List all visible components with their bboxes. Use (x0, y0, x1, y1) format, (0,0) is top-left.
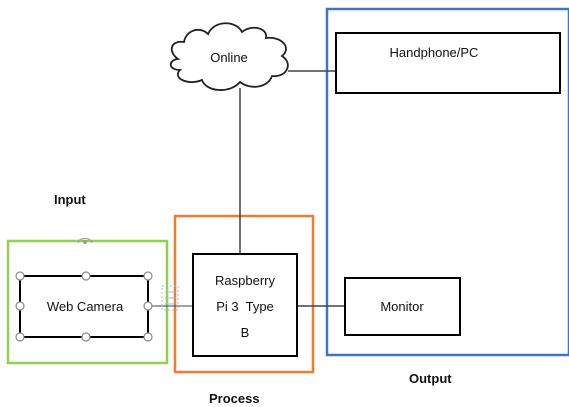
handphone-pc-box (335, 32, 561, 94)
handphone-pc-label: Handphone/PC (390, 45, 479, 60)
web-camera-label: Web Camera (47, 299, 124, 314)
monitor-box (344, 277, 461, 336)
raspberry-pi-label-line2: Pi 3 Type (216, 299, 274, 314)
resize-handle-top-left[interactable] (15, 271, 25, 281)
process-group-label: Process (209, 391, 260, 406)
resize-handle-left[interactable] (15, 301, 25, 311)
rotation-handle-icon[interactable] (77, 237, 93, 244)
resize-handle-bottom[interactable] (81, 332, 91, 342)
web-camera-selection-handles[interactable] (15, 271, 153, 342)
input-group-frame (6, 239, 169, 365)
raspberry-pi-box (192, 253, 298, 357)
resize-handle-top[interactable] (81, 271, 91, 281)
raspberry-pi-label-line3: B (241, 325, 250, 340)
resize-handle-bottom-right[interactable] (143, 332, 153, 342)
connector-arrow-icon (161, 285, 179, 311)
resize-handle-top-right[interactable] (143, 271, 153, 281)
output-group-label: Output (409, 371, 452, 386)
input-group-label: Input (54, 192, 86, 207)
online-label: Online (210, 50, 248, 65)
output-group-frame (325, 7, 569, 357)
monitor-label: Monitor (380, 299, 424, 314)
resize-handle-bottom-left[interactable] (15, 332, 25, 342)
raspberry-pi-label-line1: Raspberry (215, 273, 275, 288)
online-cloud-shape (169, 22, 289, 91)
resize-handle-right[interactable] (143, 301, 153, 311)
process-group-frame (173, 214, 315, 374)
